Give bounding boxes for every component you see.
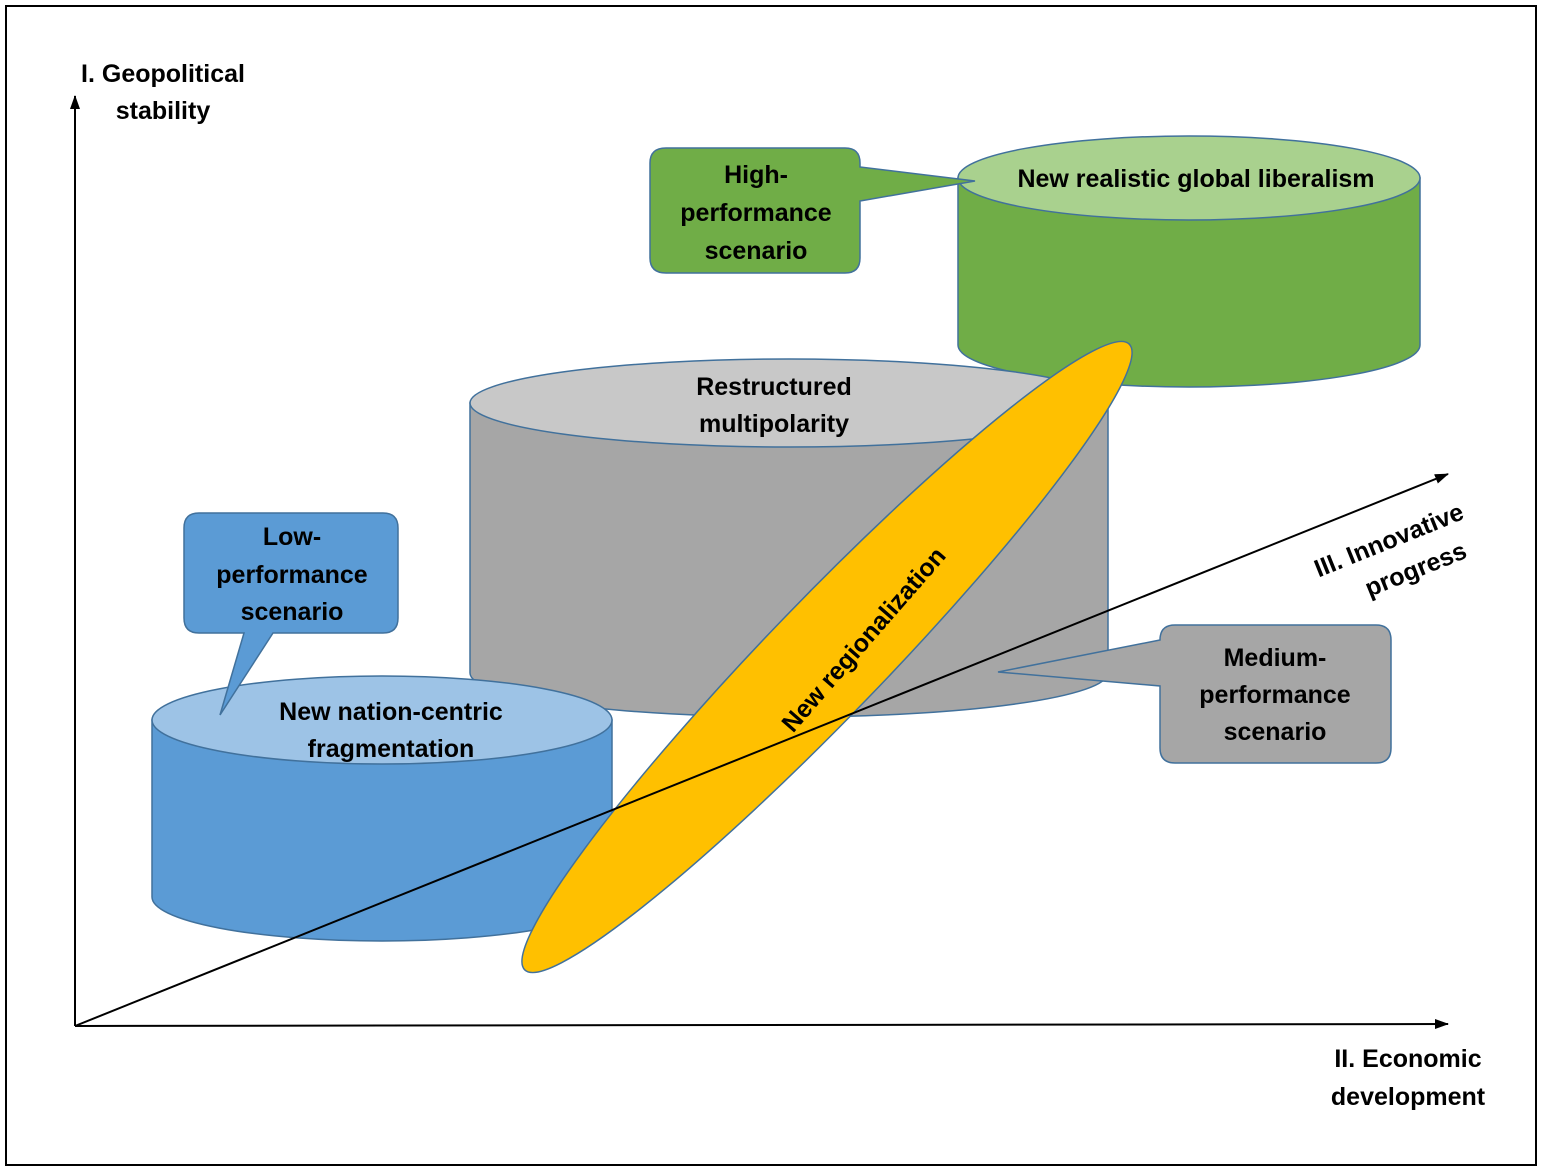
high-performance-callout-line3: scenario <box>705 237 808 265</box>
high-performance-callout-shape <box>649 147 976 274</box>
x-axis-arrow <box>74 1019 1449 1030</box>
medium-performance-callout-line1: Medium- <box>1224 644 1327 672</box>
high-performance-callout: High- performance scenario <box>649 147 976 274</box>
x-axis-label-line1: II. Economic <box>1334 1045 1481 1073</box>
y-axis-label-line2: stability <box>116 97 211 125</box>
low-performance-callout-line3: scenario <box>241 598 344 626</box>
low-performance-callout-line1: Low- <box>263 523 321 551</box>
z-axis-arrow <box>74 473 1449 1027</box>
green-cylinder-top <box>957 135 1421 221</box>
high-performance-callout-line1: High- <box>724 161 788 189</box>
medium-performance-callout-line3: scenario <box>1224 718 1327 746</box>
medium-performance-callout-shape <box>997 624 1392 764</box>
blue-cylinder-label-line2: fragmentation <box>308 735 475 763</box>
high-performance-callout-line2: performance <box>680 199 832 227</box>
new-regionalization-ellipse <box>521 340 1133 974</box>
low-performance-callout-shape <box>183 512 399 716</box>
blue-cylinder-top <box>151 675 613 765</box>
medium-performance-callout: Medium- performance scenario <box>997 624 1392 764</box>
blue-cylinder <box>151 675 613 942</box>
x-axis-label-line2: development <box>1331 1083 1486 1111</box>
gray-cylinder-label-line2: multipolarity <box>699 410 849 438</box>
green-cylinder-body <box>957 177 1421 388</box>
low-performance-callout-line2: performance <box>216 561 368 589</box>
green-cylinder-label: New realistic global liberalism <box>1017 165 1374 193</box>
medium-performance-callout-line2: performance <box>1199 681 1351 709</box>
y-axis-label-line1: I. Geopolitical <box>81 60 245 88</box>
green-cylinder <box>957 135 1421 388</box>
blue-cylinder-label-line1: New nation-centric <box>279 698 503 726</box>
gray-cylinder-label-line1: Restructured <box>696 373 852 401</box>
low-performance-callout: Low- performance scenario <box>183 512 399 716</box>
